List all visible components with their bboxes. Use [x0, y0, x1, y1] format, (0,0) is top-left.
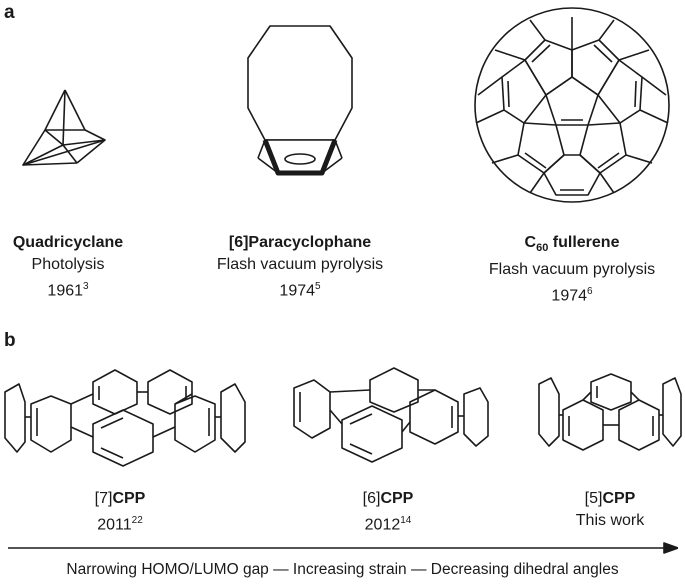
quadricyclane-caption: Quadricyclane Photolysis 19613	[0, 232, 178, 302]
fullerene-name-rest: fullerene	[548, 234, 620, 251]
paracyclophane-year-line: 19745	[190, 276, 410, 302]
quadricyclane-name: Quadricyclane	[12, 234, 124, 251]
cpp6-caption: [6]CPP 201214	[278, 488, 498, 536]
panel-a-label: a	[4, 2, 15, 23]
quadricyclane-ref: 3	[83, 281, 89, 292]
cpp6-ref: 14	[400, 515, 412, 526]
cpp6-label: [6]CPP	[278, 488, 498, 510]
cpp6-structure	[293, 367, 489, 463]
paracyclophane-method: Flash vacuum pyrolysis	[216, 256, 384, 273]
trend-arrow	[8, 542, 678, 554]
c60-fullerene-structure	[474, 7, 670, 203]
cpp5-label-bracket: [5]	[584, 490, 603, 507]
paracyclophane-name: [6]Paracyclophane	[228, 234, 372, 251]
paracyclophane-ref: 5	[315, 281, 321, 292]
cpp7-caption: [7]CPP 201122	[10, 488, 230, 536]
cpp5-label: [5]CPP	[500, 488, 685, 510]
cpp6-label-rest: CPP	[380, 490, 414, 507]
trend-text: Narrowing HOMO/LUMO gap — Increasing str…	[66, 561, 619, 578]
fullerene-method: Flash vacuum pyrolysis	[488, 261, 656, 279]
fullerene-caption: C60 fullerene Flash vacuum pyrolysis 197…	[462, 232, 682, 308]
cpp7-structure	[4, 369, 246, 467]
fullerene-name: C60 fullerene	[462, 232, 682, 259]
cpp5-label-rest: CPP	[602, 490, 636, 507]
fullerene-name-sub: 60	[536, 242, 549, 255]
cpp6-year: 2012	[364, 516, 401, 534]
quadricyclane-year-line: 19613	[0, 276, 178, 302]
cpp7-label-bracket: [7]	[94, 490, 113, 507]
fullerene-year: 1974	[551, 287, 588, 305]
quadricyclane-year: 1961	[47, 282, 84, 300]
paracyclophane-caption: [6]Paracyclophane Flash vacuum pyrolysis…	[190, 232, 410, 302]
fullerene-year-line: 19746	[462, 281, 682, 307]
cpp7-year-line: 201122	[10, 510, 230, 536]
paracyclophane-structure	[247, 25, 353, 176]
cpp7-year: 2011	[97, 516, 132, 534]
cpp6-year-line: 201214	[278, 510, 498, 536]
cpp5-note: This work	[575, 512, 645, 529]
quadricyclane-structure	[22, 89, 106, 166]
cpp5-caption: [5]CPP This work	[500, 488, 685, 532]
cpp6-label-bracket: [6]	[362, 490, 381, 507]
cpp5-structure	[538, 373, 682, 451]
cpp7-label-rest: CPP	[112, 490, 146, 507]
fullerene-name-c: C	[524, 234, 537, 251]
paracyclophane-year: 1974	[279, 282, 316, 300]
cpp7-ref: 22	[131, 515, 143, 526]
quadricyclane-method: Photolysis	[31, 256, 105, 273]
cpp7-label: [7]CPP	[10, 488, 230, 510]
fullerene-ref: 6	[587, 286, 593, 298]
panel-b-label: b	[4, 330, 16, 351]
